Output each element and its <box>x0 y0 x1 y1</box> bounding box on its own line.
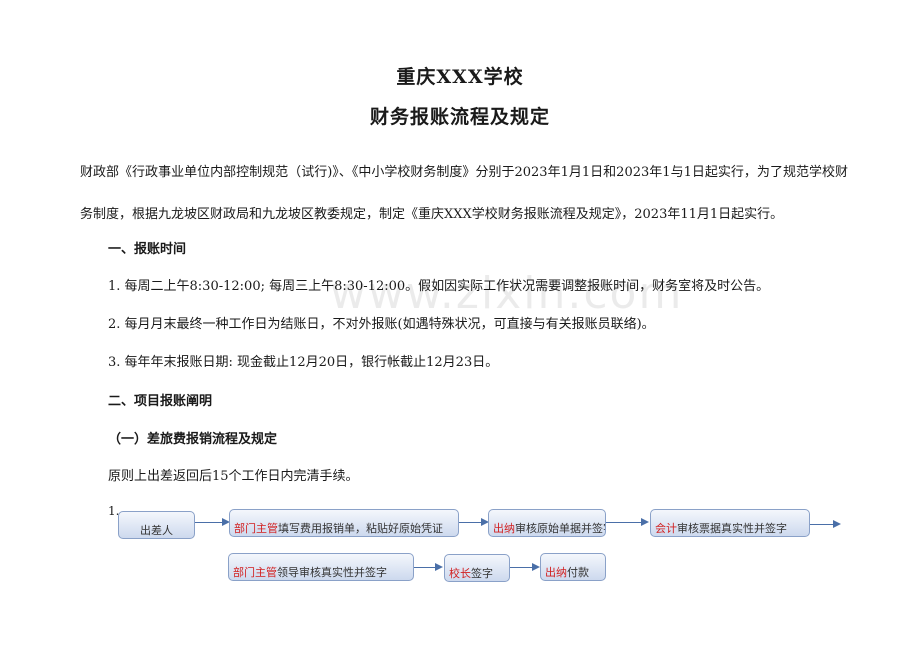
flow-box-cashier-review: 出纳审核原始单据并签字 <box>488 509 606 537</box>
flow-box-principal-sign-role: 校长 <box>449 567 471 580</box>
intro-paragraph: 财政部《行政事业单位内部控制规范（试行)》、《中小学校财务制度》分别于2023年… <box>80 165 848 222</box>
flow-box-leader-review-label: 领导审核真实性并签字 <box>277 566 387 579</box>
flow-box-cashier-pay-role: 出纳 <box>545 566 567 579</box>
flow-box-traveler: 出差人 <box>118 511 195 539</box>
flow-box-fill-form-role: 部门主管 <box>234 522 278 535</box>
flow-box-principal-sign: 校长签字 <box>444 554 510 582</box>
school-title: 重庆XXX学校 <box>396 66 524 88</box>
flow-box-cashier-review-role: 出纳 <box>493 522 515 535</box>
flow-arrow-4 <box>810 519 841 528</box>
section2-heading: 二、项目报账阐明 <box>108 394 213 409</box>
flow-box-traveler-label: 出差人 <box>140 524 173 537</box>
section1-item-1: 1. 每周二上午8:30-12:00; 每周三上午8:30-12:00。假如因实… <box>108 279 770 294</box>
flow-box-fill-form-label: 填写费用报销单，粘贴好原始凭证 <box>278 522 443 535</box>
flow-box-accountant-review-role: 会计 <box>655 522 677 535</box>
flow-arrow-6 <box>510 562 540 571</box>
flow-box-leader-review: 部门主管领导审核真实性并签字 <box>228 553 414 581</box>
flow-box-cashier-pay: 出纳付款 <box>540 553 606 581</box>
section1-heading: 一、报账时间 <box>108 242 187 257</box>
principle-text: 原则上出差返回后15个工作日内完清手续。 <box>108 469 359 484</box>
flow-arrow-3 <box>606 517 649 526</box>
document-title: 财务报账流程及规定 <box>369 106 550 128</box>
flow-number: 1. <box>108 504 120 518</box>
flow-box-principal-sign-label: 签字 <box>471 567 493 580</box>
section1-item-3: 3. 每年年末报账日期: 现金截止12月20日，银行帐截止12月23日。 <box>108 355 499 370</box>
flow-box-cashier-review-label: 审核原始单据并签字 <box>515 522 606 535</box>
flow-arrow-1 <box>195 517 230 526</box>
flow-arrow-5 <box>414 562 443 571</box>
flow-box-accountant-review-label: 审核票据真实性并签字 <box>677 522 787 535</box>
flow-box-accountant-review: 会计审核票据真实性并签字 <box>650 509 810 537</box>
flow-box-fill-form: 部门主管填写费用报销单，粘贴好原始凭证 <box>229 509 459 537</box>
flow-box-cashier-pay-label: 付款 <box>567 566 589 579</box>
section1-item-2: 2. 每月月末最终一种工作日为结账日，不对外报账(如遇特殊状况，可直接与有关报账… <box>108 317 655 332</box>
flow-arrow-2 <box>459 517 489 526</box>
flow-box-leader-review-role: 部门主管 <box>233 566 277 579</box>
subsection-heading: （一）差旅费报销流程及规定 <box>108 432 278 447</box>
watermark: www.zixin.com <box>330 268 684 319</box>
